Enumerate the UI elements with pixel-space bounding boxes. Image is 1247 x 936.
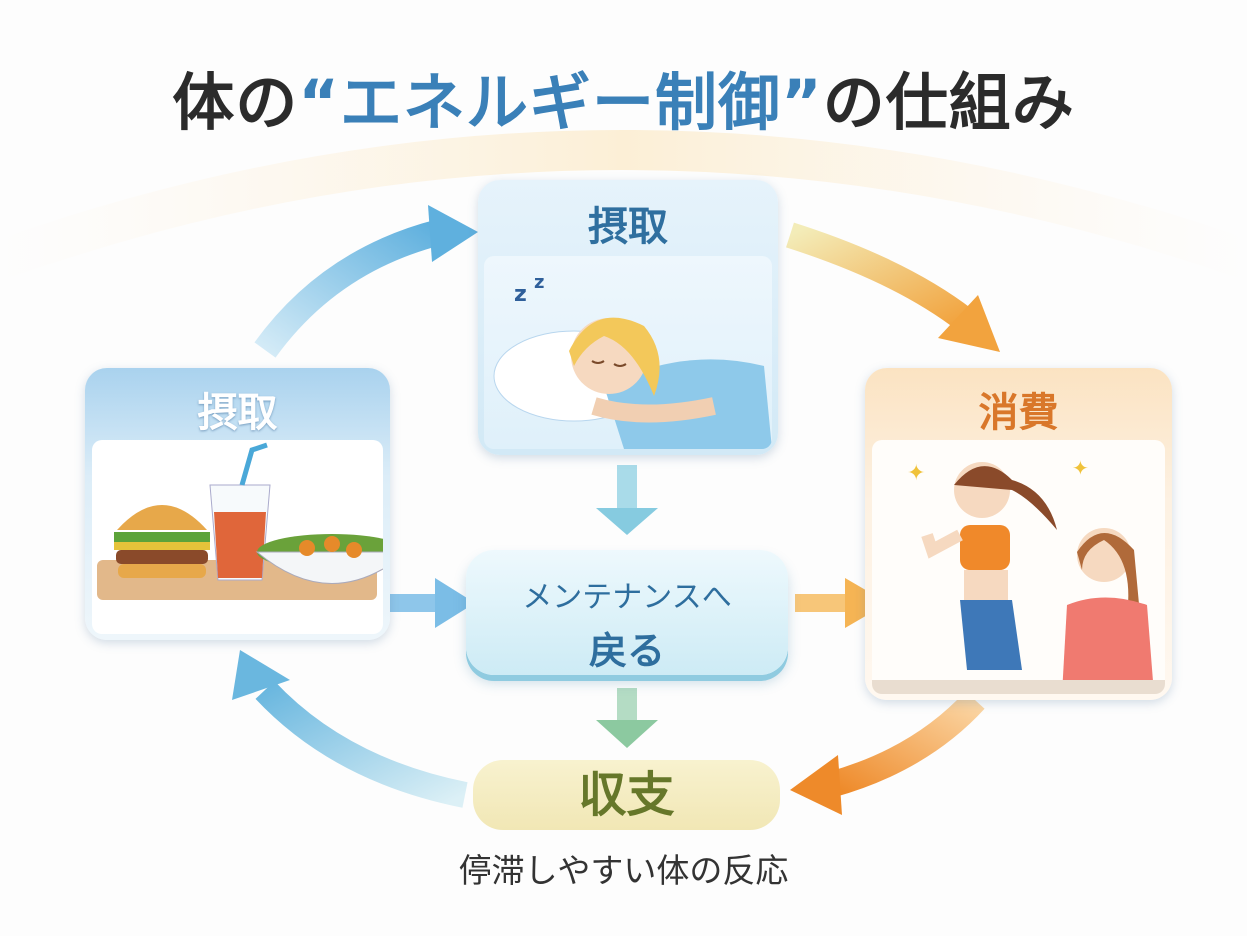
node-intake-left: 摂取 [85, 368, 390, 640]
arrow-center-to-bottom [617, 688, 637, 723]
sleeping-person-illustration: z z [484, 256, 772, 449]
node-expenditure-right: 消費 ✦ ✦ [865, 368, 1172, 700]
exercising-women-illustration: ✦ ✦ [872, 440, 1165, 694]
title-prefix: 体の [172, 66, 299, 139]
title-suffix: の仕組み [822, 66, 1075, 139]
svg-text:✦: ✦ [1072, 456, 1089, 480]
page-title: 体の“エネルギー制御”の仕組み [0, 52, 1247, 142]
title-highlight: “エネルギー制御” [298, 66, 823, 139]
arrow-bottom-to-left [255, 681, 468, 808]
svg-text:z: z [534, 272, 544, 293]
arrow-top-to-center [617, 465, 637, 510]
arrow-right-to-bottom [826, 691, 985, 798]
node-label-line2: 戻る [588, 629, 665, 673]
node-label: 摂取 [197, 390, 278, 436]
node-label: 消費 [978, 390, 1059, 436]
node-label-line1: メンテナンスへ [522, 580, 732, 615]
node-balance: 収支 [473, 760, 780, 830]
arrow-left-to-center [385, 594, 440, 612]
food-illustration [92, 440, 383, 634]
arrow-top-to-right [786, 222, 973, 331]
node-label: 摂取 [588, 204, 668, 250]
caption: 停滞しやすい体の反応 [458, 851, 789, 890]
node-label: 収支 [578, 767, 675, 823]
node-intake-top: 摂取 z z [478, 180, 778, 455]
arrow-left-to-top [254, 219, 444, 358]
node-return-to-maintenance: メンテナンスへ 戻る [466, 550, 788, 675]
svg-text:z: z [514, 282, 527, 307]
background-arc [0, 130, 1247, 279]
arrow-center-to-right [795, 594, 850, 612]
svg-text:✦: ✦ [907, 461, 925, 486]
